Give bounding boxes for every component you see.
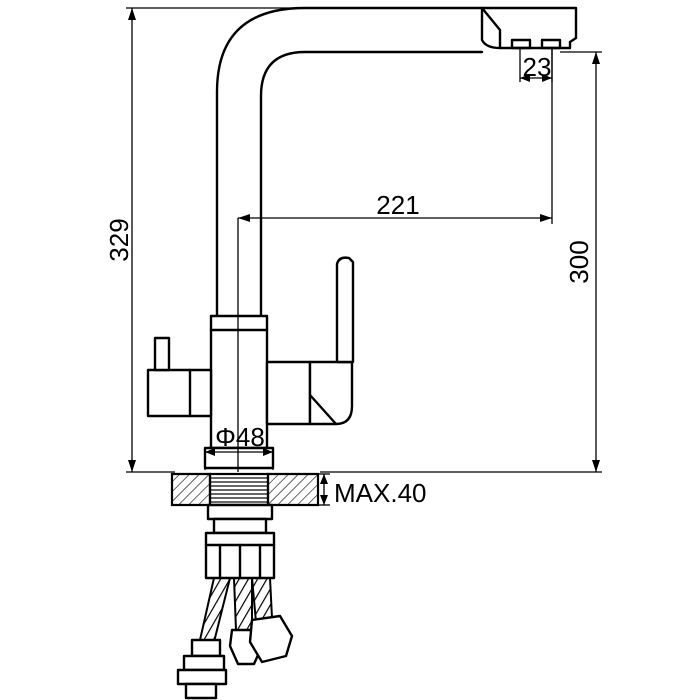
filter-valve-stem bbox=[153, 336, 171, 372]
hose-left bbox=[198, 577, 232, 644]
mixer-housing bbox=[265, 360, 312, 426]
countertop-right bbox=[266, 472, 320, 507]
hose-middle bbox=[232, 577, 253, 631]
dim-base-diameter: Φ48 bbox=[215, 422, 265, 452]
countertop-left bbox=[170, 472, 212, 507]
hose-right bbox=[250, 577, 274, 624]
outlet-right bbox=[540, 38, 562, 50]
dimension-labels: 329 300 221 23 Φ48 MAX.40 bbox=[104, 52, 594, 508]
dim-max-thickness: MAX.40 bbox=[334, 478, 427, 508]
threaded-shank bbox=[208, 472, 270, 507]
body-column bbox=[209, 314, 269, 450]
faucet-outline bbox=[146, 6, 578, 470]
under-counter-fittings bbox=[176, 503, 294, 700]
filter-valve-body bbox=[146, 368, 213, 418]
dim-spout-height: 300 bbox=[564, 240, 594, 283]
dim-spout-reach: 221 bbox=[376, 190, 419, 220]
countertop-section bbox=[170, 472, 320, 507]
spout-head bbox=[480, 6, 578, 50]
mixer-cap bbox=[308, 360, 354, 426]
dim-total-height: 329 bbox=[104, 218, 134, 261]
dimension-lines bbox=[126, 7, 602, 506]
outlet-left bbox=[510, 38, 532, 50]
dim-outlet-spacing: 23 bbox=[523, 52, 552, 82]
mixer-lever bbox=[335, 256, 355, 364]
